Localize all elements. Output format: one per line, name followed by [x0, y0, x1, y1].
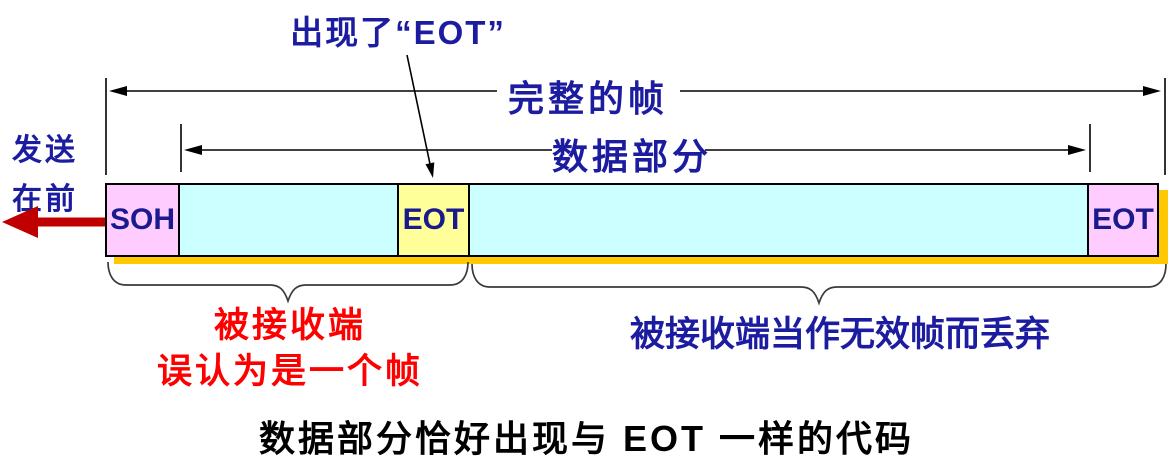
data-part-dimension-label: 数据部分	[551, 136, 712, 177]
discarded-frame-brace	[471, 263, 1167, 306]
discarded-frame-label: 被接收端当作无效帧而丢弃	[629, 315, 1050, 354]
frame-segment-data-right	[470, 185, 1089, 255]
misinterpreted-frame-brace	[107, 261, 469, 304]
misinterpreted-frame-label: 被接收端 误认为是一个帧	[120, 303, 460, 395]
eot-annotation-arrow-icon	[406, 54, 435, 178]
send-direction-label: 发送 在前	[4, 126, 86, 224]
eot-in-data-label: EOT	[402, 203, 465, 236]
soh-label: SOH	[109, 203, 175, 236]
eot-appears-title: 出现了“EOT”	[290, 14, 506, 51]
frame-segment-eot-in-data: EOT	[399, 185, 470, 255]
frame-segment-data-left	[180, 185, 399, 255]
send-direction-label-line2: 在前	[12, 183, 78, 216]
full-frame-dimension-label: 完整的帧	[507, 78, 668, 119]
misinterpreted-frame-label-line1: 被接收端	[213, 306, 366, 345]
eot-end-label: EOT	[1092, 203, 1154, 236]
diagram-caption: 数据部分恰好出现与 EOT 一样的代码	[258, 418, 914, 459]
frame-segment-eot-end: EOT	[1089, 185, 1157, 255]
misinterpreted-frame-label-line2: 误认为是一个帧	[156, 352, 423, 391]
frame-segment-soh: SOH	[107, 185, 180, 255]
send-direction-label-line1: 发送	[12, 134, 78, 167]
frame-bar: SOH EOT EOT	[105, 183, 1159, 257]
